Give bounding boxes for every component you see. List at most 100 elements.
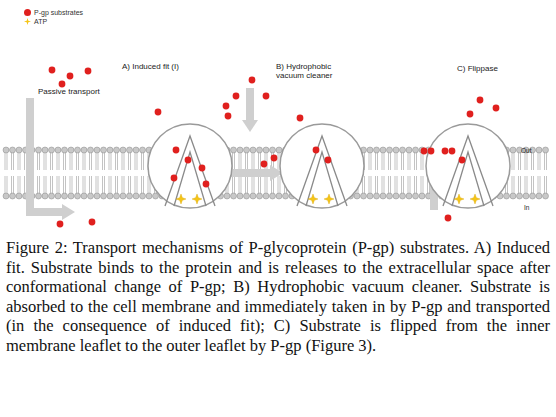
lipid-head (270, 193, 276, 199)
figure-caption: Figure 2: Transport mechanisms of P-glyc… (6, 238, 550, 355)
lipid-head (107, 193, 113, 199)
lipid-head (81, 193, 87, 199)
lipid-head (244, 147, 250, 153)
substrate-dot (225, 113, 232, 120)
lipid-head (231, 193, 237, 199)
lipid-head (3, 193, 9, 199)
lipid-head (231, 147, 237, 153)
lipid-head (263, 147, 269, 153)
arrow-shaft (246, 88, 254, 120)
lipid-head (127, 147, 133, 153)
lipid-head (257, 147, 263, 153)
lipid-head (387, 147, 393, 153)
lipid-head (263, 193, 269, 199)
substrate-dot (477, 97, 484, 104)
arrow-shaft (30, 98, 62, 212)
lipid-head (127, 193, 133, 199)
lipid-head (75, 147, 81, 153)
atp-star (470, 194, 480, 204)
arrow-head (242, 120, 258, 132)
substrate-dot (59, 81, 66, 88)
transport-illustration (0, 0, 556, 236)
lipid-head (49, 193, 55, 199)
lipid-head (380, 193, 386, 199)
substrate-dot (233, 93, 240, 100)
lipid-head (543, 147, 549, 153)
lipid-head (3, 147, 9, 153)
substrate-dot (261, 161, 268, 168)
side-label: In (524, 203, 529, 212)
lipid-head (36, 147, 42, 153)
lipid-head (276, 147, 282, 153)
substrate-dot (199, 165, 206, 172)
lipid-head (101, 147, 107, 153)
lipid-head (140, 193, 146, 199)
transporter-outline (426, 124, 510, 208)
lipid-head (81, 147, 87, 153)
lipid-head (153, 193, 159, 199)
lipid-head (88, 193, 94, 199)
transporter-channel (297, 136, 347, 206)
substrate-dot (428, 148, 435, 155)
substrate-dot (223, 103, 230, 110)
lipid-head (250, 193, 256, 199)
arrow-head (62, 204, 75, 220)
substrate-dot (57, 221, 64, 228)
transporter-channel (452, 152, 484, 206)
substrate-dot (313, 147, 320, 154)
lipid-head (42, 193, 48, 199)
lipid-head (55, 193, 61, 199)
substrate-dot (459, 157, 466, 164)
substrate-dot (171, 175, 178, 182)
substrate-dot (263, 93, 270, 100)
lipid-head (133, 147, 139, 153)
lipid-head (536, 147, 542, 153)
substrate-dot (442, 148, 449, 155)
lipid-head (114, 193, 120, 199)
lipid-head (224, 193, 230, 199)
legend-dot (24, 9, 31, 16)
substrate-dot (297, 115, 304, 122)
lipid-head (380, 147, 386, 153)
lipid-head (237, 147, 243, 153)
lipid-head (413, 193, 419, 199)
substrate-dot (67, 73, 74, 80)
transporter-channel (443, 136, 493, 206)
legend-star (24, 18, 31, 25)
lipid-head (244, 193, 250, 199)
lipid-head (146, 193, 152, 199)
lipid-head (133, 193, 139, 199)
substrate-dots (49, 67, 500, 228)
lipid-head (140, 147, 146, 153)
lipid-head (107, 147, 113, 153)
substrate-dot (185, 157, 192, 164)
arrow-shaft (230, 169, 270, 177)
lipid-head (114, 147, 120, 153)
atp-star (324, 194, 334, 204)
transporter-channel (306, 152, 338, 206)
substrate-dot (445, 215, 452, 222)
lipid-head (88, 147, 94, 153)
lipid-head (387, 193, 393, 199)
lipid-head (16, 147, 22, 153)
lipid-head (270, 147, 276, 153)
atp-star (308, 194, 318, 204)
substrate-dot (493, 105, 500, 112)
substrate-dot (173, 147, 180, 154)
lipid-head (517, 193, 523, 199)
lipid-head (68, 193, 74, 199)
substrate-dot (449, 148, 456, 155)
substrate-dot (85, 68, 92, 75)
lipid-head (62, 193, 68, 199)
substrate-dot (89, 219, 96, 226)
substrate-dot (203, 181, 210, 188)
lipid-head (400, 147, 406, 153)
transporter-outline (280, 124, 364, 208)
transporter-channel (165, 136, 215, 206)
lipid-head (55, 147, 61, 153)
mechanism-label: A) Induced fit (I) (122, 62, 179, 71)
lipid-head (374, 193, 380, 199)
lipid-head (419, 193, 425, 199)
substrate-dot (325, 157, 332, 164)
passive-transport-arrow (30, 98, 75, 220)
